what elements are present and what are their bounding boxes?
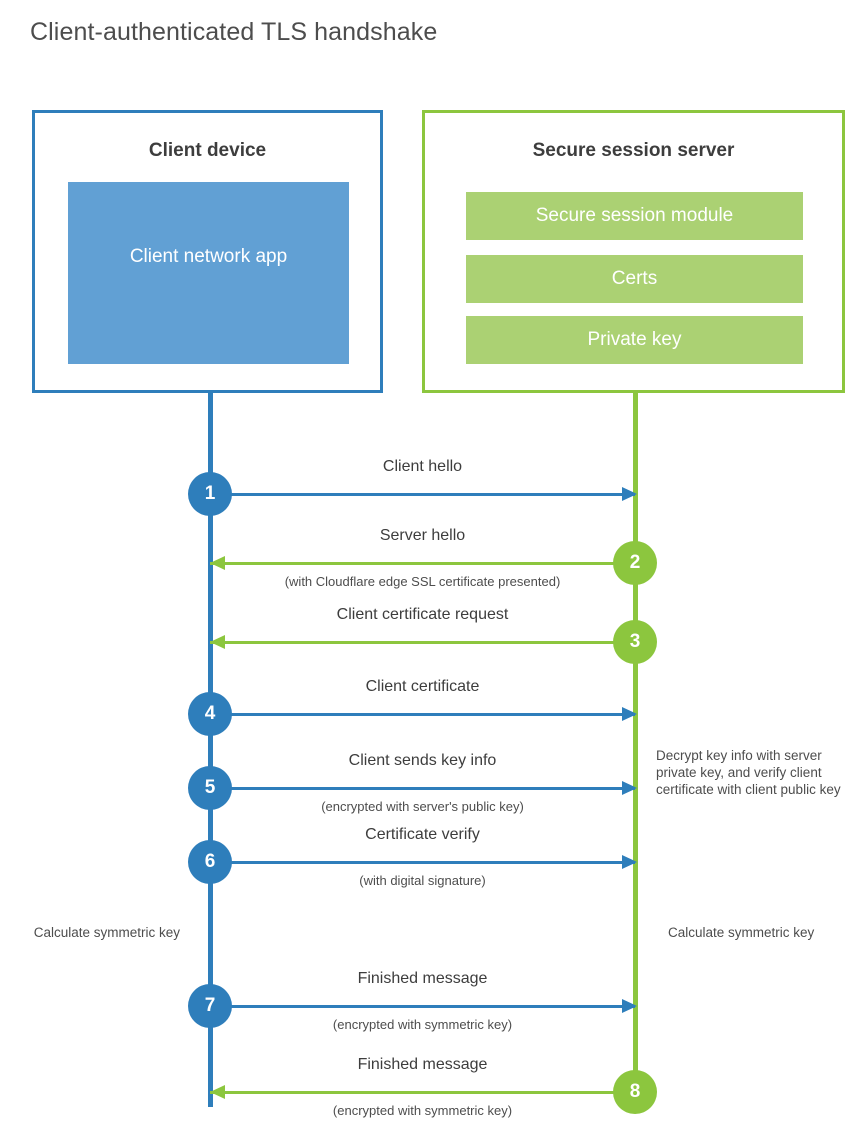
arrowhead-left-icon bbox=[210, 635, 225, 649]
server-lifeline bbox=[633, 393, 638, 1092]
arrowhead-right-icon bbox=[622, 781, 637, 795]
message-label-2: Server hello bbox=[379, 527, 466, 544]
annotation-calculate-symmetric-key-server: Calculate symmetric key bbox=[668, 925, 815, 940]
server-component-certs: Certs bbox=[466, 255, 803, 303]
step-circle-6: 6 bbox=[188, 840, 232, 884]
page-title: Client-authenticated TLS handshake bbox=[30, 18, 438, 46]
message-arrow-3 bbox=[210, 641, 635, 644]
step-circle-5: 5 bbox=[188, 766, 232, 810]
step-circle-7: 7 bbox=[188, 984, 232, 1028]
step-number-5: 5 bbox=[204, 777, 216, 798]
step-number-7: 7 bbox=[204, 995, 216, 1016]
message-label-8: Finished message bbox=[357, 1056, 488, 1073]
server-component-private-key: Private key bbox=[466, 316, 803, 364]
step-number-1: 1 bbox=[204, 483, 216, 504]
step-circle-1: 1 bbox=[188, 472, 232, 516]
step-number-4: 4 bbox=[204, 703, 216, 724]
server-component-secure-session-module: Secure session module bbox=[466, 192, 803, 240]
arrowhead-left-icon bbox=[210, 1085, 225, 1099]
step-circle-4: 4 bbox=[188, 692, 232, 736]
step-number-2: 2 bbox=[629, 552, 641, 573]
message-arrow-4 bbox=[210, 713, 635, 716]
message-label-3: Client certificate request bbox=[336, 606, 509, 623]
client-network-app-block: Client network app bbox=[68, 182, 349, 364]
message-arrow-5 bbox=[210, 787, 635, 790]
message-label-5: Client sends key info bbox=[348, 752, 497, 769]
arrowhead-right-icon bbox=[622, 855, 637, 869]
step-circle-2: 2 bbox=[613, 541, 657, 585]
message-arrow-7 bbox=[210, 1005, 635, 1008]
client-device-box: Client device Client network app bbox=[32, 110, 383, 393]
message-sublabel-2: (with Cloudflare edge SSL certificate pr… bbox=[284, 574, 561, 589]
arrowhead-right-icon bbox=[622, 707, 637, 721]
client-network-app-label: Client network app bbox=[129, 245, 288, 267]
message-sublabel-7: (encrypted with symmetric key) bbox=[332, 1017, 513, 1032]
arrowhead-right-icon bbox=[622, 999, 637, 1013]
message-label-4: Client certificate bbox=[365, 678, 480, 695]
secure-session-server-box: Secure session server Secure session mod… bbox=[422, 110, 845, 393]
step-number-6: 6 bbox=[204, 851, 216, 872]
step-circle-3: 3 bbox=[613, 620, 657, 664]
message-sublabel-8: (encrypted with symmetric key) bbox=[332, 1103, 513, 1118]
message-arrow-1 bbox=[210, 493, 635, 496]
message-sublabel-6: (with digital signature) bbox=[359, 873, 486, 888]
message-label-7: Finished message bbox=[357, 970, 488, 987]
message-label-6: Certificate verify bbox=[365, 826, 480, 843]
annotation-calculate-symmetric-key-client: Calculate symmetric key bbox=[33, 925, 180, 940]
message-arrow-6 bbox=[210, 861, 635, 864]
annotation-decrypt-key-info: Decrypt key info with server private key… bbox=[656, 748, 841, 797]
secure-session-server-title: Secure session server bbox=[532, 140, 735, 161]
step-number-8: 8 bbox=[629, 1081, 641, 1102]
arrowhead-right-icon bbox=[622, 487, 637, 501]
client-device-title: Client device bbox=[148, 140, 267, 161]
step-number-3: 3 bbox=[629, 631, 641, 652]
client-lifeline bbox=[208, 393, 213, 1107]
message-label-1: Client hello bbox=[382, 458, 463, 475]
step-circle-8: 8 bbox=[613, 1070, 657, 1114]
arrowhead-left-icon bbox=[210, 556, 225, 570]
message-sublabel-5: (encrypted with server's public key) bbox=[321, 799, 524, 814]
message-arrow-8 bbox=[210, 1091, 635, 1094]
message-arrow-2 bbox=[210, 562, 635, 565]
